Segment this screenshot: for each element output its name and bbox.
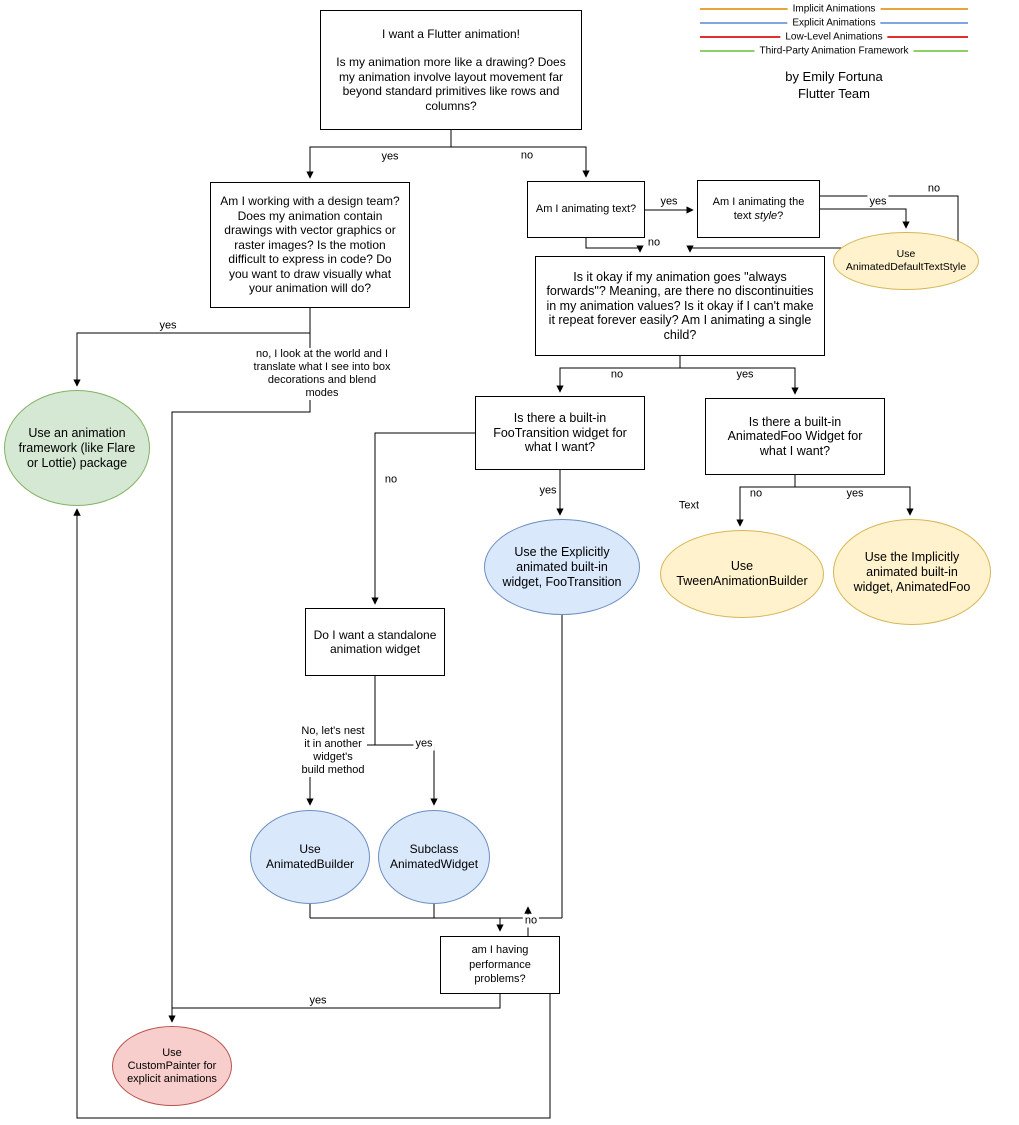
terminal-custom-painter-text: Use CustomPainter for explicit animation… [127,1046,217,1085]
edge-label-root-no: no [518,149,536,163]
terminal-animated-default-text-style-text: Use AnimatedDefaultTextStyle [845,248,967,273]
edge-label-text-yes: yes [658,195,680,209]
legend-label-implicit: Implicit Animations [787,3,881,15]
legend-label-lowlevel: Low-Level Animations [780,31,888,43]
edge-label-standalone-no: No, let's nest it in another widget's bu… [299,725,367,777]
edge-fooq-no [371,432,475,605]
edge-label-forwards-yes: yes [734,368,756,382]
always-forwards-question-text: Is it okay if my animation goes "always … [546,269,814,342]
edge-label-fooq-no: no [382,473,400,487]
node-animating-text-question: Am I animating text? [527,181,645,238]
text-style-prefix: Am I animating the text [712,195,805,223]
terminal-animation-framework: Use an animation framework (like Flare o… [4,390,150,506]
terminal-animated-builder: Use AnimatedBuilder [250,810,370,904]
node-performance-question: am I having performance problems? [440,936,560,994]
node-animatedfoo-question: Is there a built-in AnimatedFoo Widget f… [705,398,885,475]
node-footransition-question: Is there a built-in FooTransition widget… [475,396,645,470]
edge-design-no [168,333,311,1023]
text-style-emphasis: style [754,210,778,222]
edge-label-standalone-yes: yes [413,737,435,751]
legend-item-thirdparty: Third-Party Animation Framework [700,44,968,58]
terminal-tween-animation-builder: Use TweenAnimationBuilder [660,530,824,618]
edge-text-no [585,238,644,253]
edge-label-fooq-yes: yes [537,484,559,498]
edge-label-design-yes: yes [157,319,179,333]
edge-label-design-no: no, I look at the world and I translate … [250,348,394,400]
edge-performance-yes [172,994,501,1009]
edge-style-yes [820,208,910,229]
text-style-question-text: Am I animating the text style? [705,195,812,224]
legend-item-implicit: Implicit Animations [700,2,968,16]
terminal-foo-transition: Use the Explicitly animated built-in wid… [484,519,640,615]
edge-label-root-yes: yes [379,150,401,164]
legend-item-explicit: Explicit Animations [700,16,968,30]
animating-text-question-text: Am I animating text? [535,203,637,216]
node-design-team-question: Am I working with a design team? Does my… [210,182,410,308]
terminal-foo-transition-text: Use the Explicitly animated built-in wid… [502,544,622,589]
credit-team: Flutter Team [797,86,870,101]
terminal-tween-animation-builder-text: Use TweenAnimationBuilder [676,559,808,588]
edge-label-forwards-no: no [608,368,626,382]
performance-question-text: am I having performance problems? [469,944,531,986]
terminal-animated-builder-text: Use AnimatedBuilder [265,842,355,871]
terminal-animated-default-text-style: Use AnimatedDefaultTextStyle [833,232,979,290]
standalone-question-text: Do I want a standalone animation widget [313,627,437,657]
terminal-subclass-animated-widget: Subclass AnimatedWidget [378,810,490,904]
node-root-question: I want a Flutter animation! Is my animat… [320,10,582,130]
edge-label-text-no: no [645,236,663,250]
legend-item-lowlevel: Low-Level Animations [700,30,968,44]
root-question-body: Is my animation more like a drawing? Doe… [336,55,566,113]
edge-label-afooq-yes: yes [844,487,866,501]
legend: Implicit Animations Explicit Animations … [700,2,968,101]
edge-label-style-yes: yes [867,195,889,209]
terminal-animation-framework-text: Use an animation framework (like Flare o… [18,425,136,470]
terminal-custom-painter: Use CustomPainter for explicit animation… [112,1026,232,1106]
edge-label-afooq-text: Text [676,499,702,513]
root-question-title: I want a Flutter animation! [381,26,521,41]
legend-label-explicit: Explicit Animations [787,17,881,29]
edge-label-performance-no: no [522,914,540,928]
design-team-question-text: Am I working with a design team? Does my… [220,194,400,296]
node-text-style-question: Am I animating the text style? [697,180,820,238]
edge-label-performance-yes: yes [307,994,329,1008]
edge-standalone-yes [375,744,438,806]
edge-afooq-no [736,475,796,527]
terminal-animated-foo: Use the Implicitly animated built-in wid… [833,519,991,625]
credit: by Emily Fortuna Flutter Team [700,68,968,102]
edge-label-afooq-no: no [747,487,765,501]
terminal-subclass-animated-widget-text: Subclass AnimatedWidget [389,842,479,871]
node-always-forwards-question: Is it okay if my animation goes "always … [535,256,825,356]
edge-label-style-no: no [925,182,943,196]
credit-author: by Emily Fortuna [785,69,883,84]
node-standalone-question: Do I want a standalone animation widget [305,608,445,676]
legend-label-thirdparty: Third-Party Animation Framework [754,45,914,57]
terminal-animated-foo-text: Use the Implicitly animated built-in wid… [853,549,971,594]
footransition-question-text: Is there a built-in FooTransition widget… [493,411,627,455]
animatedfoo-question-text: Is there a built-in AnimatedFoo Widget f… [727,414,863,458]
text-style-suffix: ? [777,210,784,222]
